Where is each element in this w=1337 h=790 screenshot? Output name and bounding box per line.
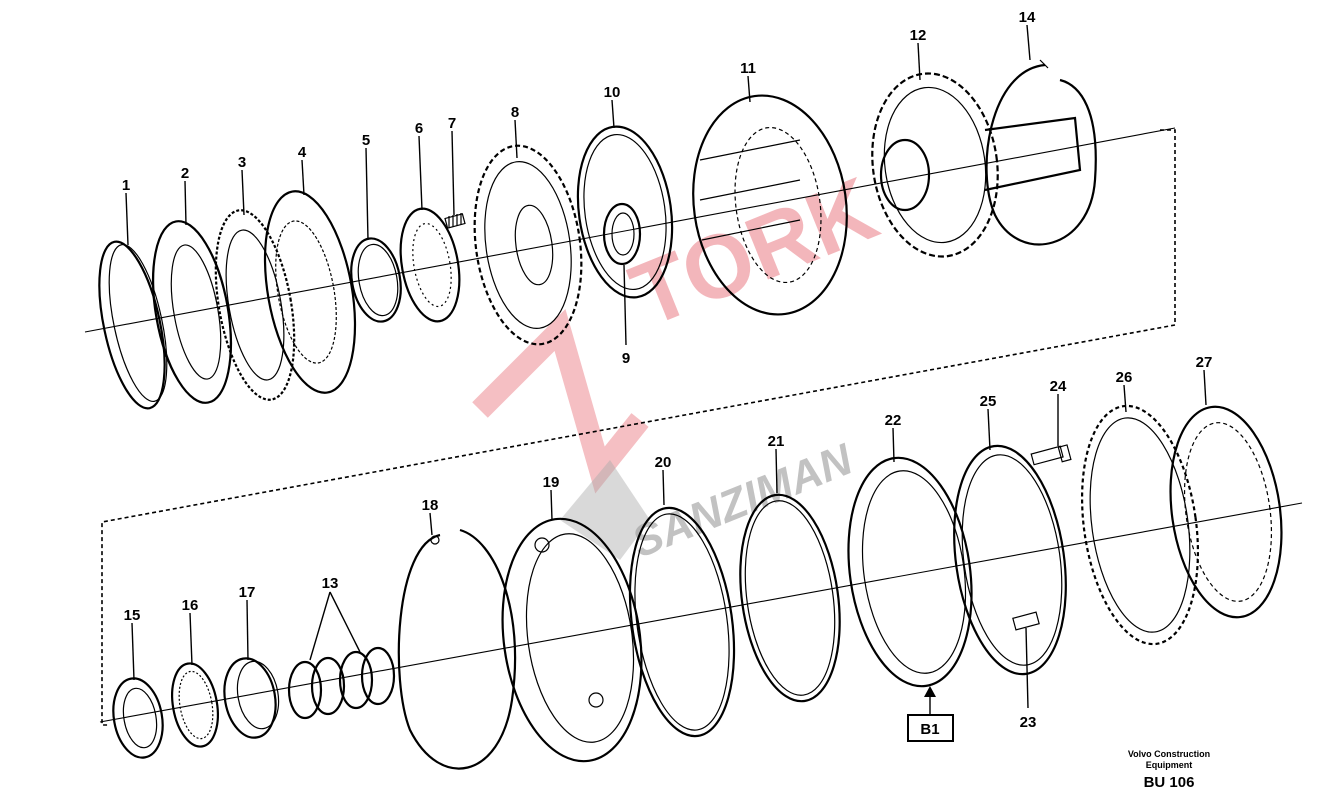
part-4-steel-disc[interactable] (251, 184, 369, 399)
callout-20: 20 (655, 454, 672, 471)
bottom-axis-line (99, 502, 1303, 723)
callout-7: 7 (448, 115, 456, 132)
part-13-bushings[interactable] (287, 646, 396, 720)
callout-24: 24 (1050, 378, 1067, 395)
callout-16: 16 (182, 597, 199, 614)
part-9-washer[interactable] (602, 202, 642, 266)
part-27-steel-disc[interactable] (1158, 400, 1294, 625)
callout-5: 5 (362, 132, 370, 149)
part-3-friction-disc[interactable] (203, 204, 307, 406)
callout-1: 1 (122, 177, 130, 194)
callout-23: 23 (1020, 714, 1037, 731)
reference-b1[interactable]: B1 (907, 686, 954, 742)
part-20-seal-ring[interactable] (616, 501, 747, 743)
callout-8: 8 (511, 104, 519, 121)
footer-drawing-code: BU 106 (1144, 774, 1195, 790)
part-24-bolt[interactable] (1030, 444, 1072, 466)
callout-6: 6 (415, 120, 423, 137)
part-12-planet-carrier[interactable] (861, 65, 1082, 264)
callout-22: 22 (885, 412, 902, 429)
part-19-piston[interactable] (488, 510, 657, 771)
connection-bracket (101, 129, 1176, 726)
callout-26: 26 (1116, 369, 1133, 386)
part-6-bearing-ring[interactable] (393, 204, 468, 326)
arrow-up-icon (924, 686, 936, 697)
part-11-ring-gear[interactable] (679, 85, 860, 324)
part-5-ring[interactable] (345, 234, 407, 325)
callout-18: 18 (422, 497, 439, 514)
part-26-friction-disc[interactable] (1068, 398, 1212, 651)
part-1-snap-ring[interactable] (87, 236, 178, 414)
callout-15: 15 (124, 607, 141, 624)
part-25-retainer-ring[interactable] (941, 439, 1080, 682)
part-2-pressure-plate[interactable] (141, 215, 244, 409)
callout-3: 3 (238, 154, 246, 171)
callout-14: 14 (1019, 9, 1036, 26)
callout-25: 25 (980, 393, 997, 410)
leader-lines (125, 24, 1207, 709)
callout-labels: 1 2 3 4 5 6 7 8 9 10 11 12 13 14 15 16 1… (122, 9, 1213, 731)
callout-11: 11 (740, 60, 756, 77)
footer-company-line1: Volvo Construction (1128, 749, 1210, 759)
part-14-snap-ring[interactable] (985, 59, 1097, 246)
callout-12: 12 (910, 27, 927, 44)
part-17-bearing-race[interactable] (218, 654, 283, 741)
part-15-seal[interactable] (107, 674, 168, 761)
part-10-thrust-disc[interactable] (567, 120, 682, 303)
callout-27: 27 (1196, 354, 1213, 371)
callout-17: 17 (239, 584, 256, 601)
part-16-bearing[interactable] (166, 660, 224, 750)
part-8-gear-hub[interactable] (463, 139, 594, 352)
callout-13: 13 (322, 575, 339, 592)
top-axis-line (84, 127, 1176, 333)
part-23-spring[interactable] (1012, 611, 1040, 631)
reference-box-label: B1 (920, 721, 939, 738)
part-22-housing-ring[interactable] (835, 450, 986, 694)
part-7-spring[interactable] (444, 213, 466, 229)
callout-10: 10 (604, 84, 621, 101)
part-21-seal-ring[interactable] (728, 488, 852, 707)
callout-2: 2 (181, 165, 189, 182)
callout-19: 19 (543, 474, 560, 491)
watermark-tork: TORK (618, 159, 890, 347)
callout-9: 9 (622, 350, 630, 367)
footer-company-line2: Equipment (1146, 760, 1193, 770)
callout-21: 21 (768, 433, 785, 450)
footer: Volvo Construction Equipment BU 106 (1128, 749, 1210, 790)
callout-4: 4 (298, 144, 307, 161)
